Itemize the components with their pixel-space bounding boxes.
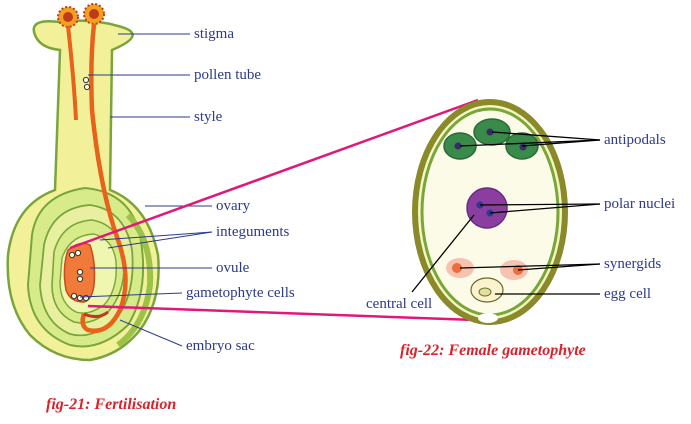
connector-bottom <box>87 304 504 323</box>
leader-antipodal-3 <box>459 139 601 147</box>
pollen-tube-base <box>83 310 109 319</box>
leader-polar-2 <box>489 203 601 214</box>
label-pollen-tube: pollen tube <box>194 67 262 83</box>
pollen-tube-left <box>66 25 78 121</box>
gametophyte-cells <box>68 249 90 302</box>
leader-integuments-2 <box>107 231 213 249</box>
label-polar-nuclei: polar nuclei <box>604 196 676 212</box>
label-synergids: synergids <box>604 256 662 272</box>
label-gametophyte-cells: gametophyte cells <box>186 285 295 301</box>
leader-synergid-1 <box>459 263 601 269</box>
fig21-leaders <box>79 33 213 347</box>
micropyle <box>478 313 498 323</box>
polar-nuclei-cell <box>466 187 508 229</box>
pistil-figure <box>6 3 160 362</box>
leader-synergid-2 <box>517 263 601 271</box>
leader-central-cell <box>411 214 475 293</box>
egg-cell-shape <box>470 277 504 303</box>
leader-integuments-1 <box>99 231 213 241</box>
label-integuments: integuments <box>216 224 290 240</box>
label-antipodals: antipodals <box>604 132 666 148</box>
caption-fig21: fig-21: Fertilisation <box>46 396 177 413</box>
stigma-lobes <box>57 3 105 28</box>
zoom-connectors <box>69 98 504 323</box>
gametophyte-figure <box>412 99 568 325</box>
leader-gametophyte-cells <box>79 292 183 298</box>
pollen-tube-nuclei <box>82 76 90 84</box>
label-ovule: ovule <box>216 260 250 276</box>
label-style: style <box>194 109 223 125</box>
label-ovary: ovary <box>216 198 251 214</box>
label-stigma: stigma <box>194 26 234 42</box>
label-central-cell: central cell <box>366 296 433 312</box>
leader-antipodal-1 <box>491 131 601 141</box>
label-egg-cell: egg cell <box>604 286 652 302</box>
connector-top <box>69 98 479 250</box>
leader-polar-1 <box>479 203 601 206</box>
fig22-leaders <box>411 131 601 295</box>
label-embryo-sac: embryo sac <box>186 338 255 354</box>
pollen-tube-nuclei-2 <box>83 83 91 91</box>
caption-fig22: fig-22: Female gametophyte <box>400 342 586 359</box>
ovary-wall-band <box>116 212 154 348</box>
pollen-tube-main <box>80 23 128 334</box>
leader-embryo-sac <box>119 319 183 347</box>
